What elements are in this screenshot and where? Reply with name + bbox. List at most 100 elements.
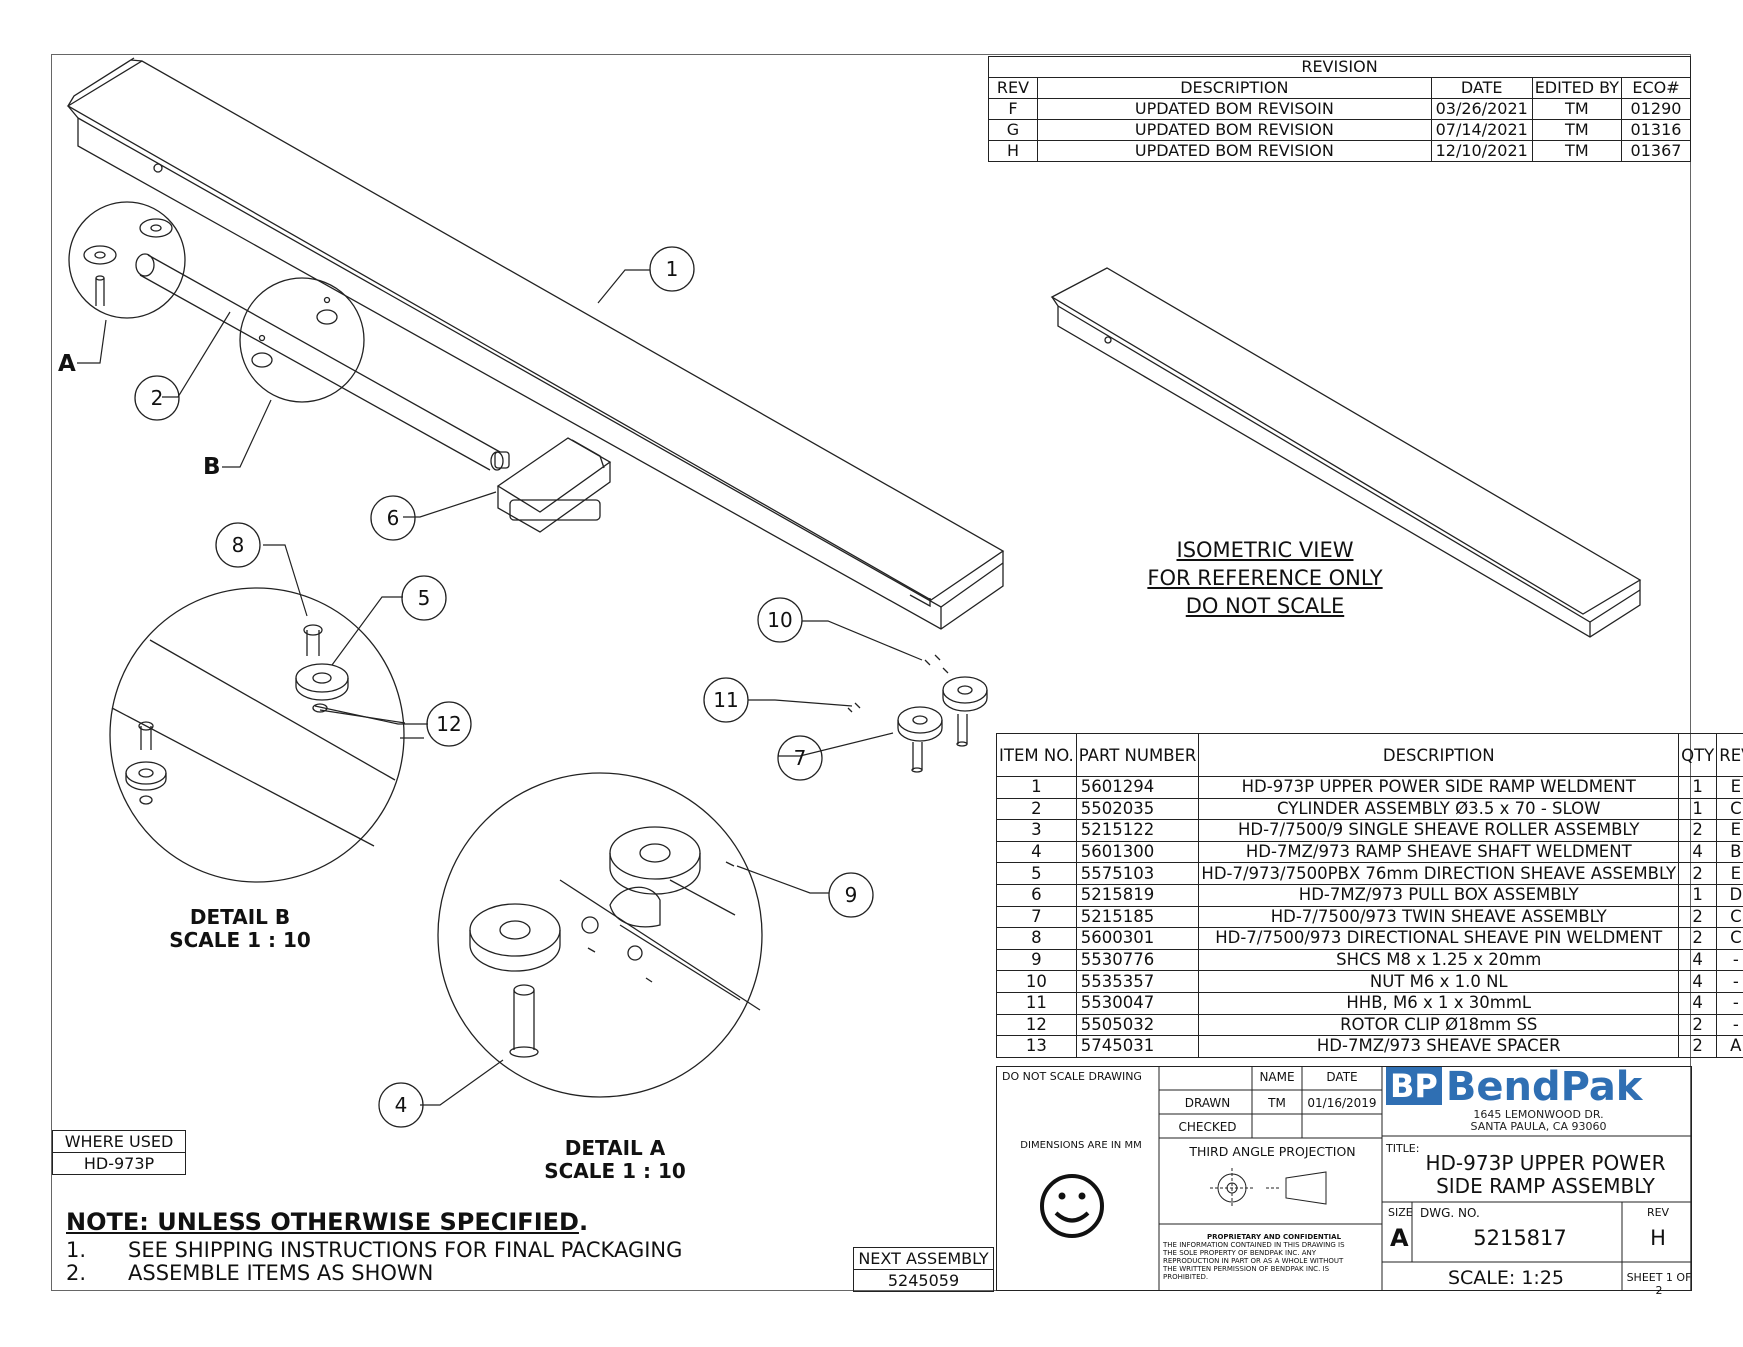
proprietary-line: REPRODUCTION IN PART OR AS A WHOLE WITHO… <box>1163 1257 1344 1265</box>
address-line-1: 1645 LEMONWOOD DR. <box>1473 1108 1604 1121</box>
bom-qty: 4 <box>1678 948 1718 972</box>
bom-part-number: 5530047 <box>1075 991 1200 1015</box>
revision-title: REVISION <box>988 56 1691 78</box>
rev-cell: 01367 <box>1621 140 1691 162</box>
logo-wordmark: BendPak <box>1445 1064 1643 1110</box>
scale-value: SCALE: 1:25 <box>1447 1267 1565 1289</box>
bom-rev: - <box>1716 1013 1743 1037</box>
next-assembly-value: 5245059 <box>853 1269 994 1292</box>
iso-note-line: ISOMETRIC VIEW <box>1176 538 1354 562</box>
rev-cell: TM <box>1531 140 1623 162</box>
note-text: SEE SHIPPING INSTRUCTIONS FOR FINAL PACK… <box>128 1238 683 1262</box>
bom-part-number: 5600301 <box>1075 927 1200 950</box>
cylinder-assembly <box>135 253 510 471</box>
bom-qty: 2 <box>1678 862 1718 885</box>
bill-of-materials: ITEM NO. PART NUMBER DESCRIPTION QTY REV… <box>996 733 1743 1058</box>
drawing-title-line: SIDE RAMP ASSEMBLY <box>1436 1174 1655 1198</box>
bom-qty: 2 <box>1678 1013 1718 1037</box>
sheet-number: SHEET 1 OF 2 <box>1626 1271 1692 1297</box>
note-item-1: 1.SEE SHIPPING INSTRUCTIONS FOR FINAL PA… <box>66 1238 682 1262</box>
rev-header-description: DESCRIPTION <box>1037 77 1432 99</box>
bom-part-number: 5502035 <box>1075 797 1200 821</box>
proprietary-title: PROPRIETARY AND CONFIDENTIAL <box>1206 1233 1342 1241</box>
name-header: NAME <box>1259 1070 1295 1084</box>
callout-1: 1 <box>666 257 679 281</box>
callout-12: 12 <box>436 712 461 736</box>
bom-description: HD-7MZ/973 PULL BOX ASSEMBLY <box>1198 883 1680 907</box>
bom-part-number: 5745031 <box>1075 1035 1200 1058</box>
bom-description: NUT M6 x 1.0 NL <box>1198 970 1680 993</box>
callout-5: 5 <box>418 586 431 610</box>
rev-cell: UPDATED BOM REVISOIN <box>1037 98 1432 120</box>
bom-item-no: 2 <box>996 797 1077 821</box>
bom-description: HD-973P UPPER POWER SIDE RAMP WELDMENT <box>1198 776 1680 799</box>
bom-description: HD-7/7500/9 SINGLE SHEAVE ROLLER ASSEMBL… <box>1198 819 1680 842</box>
bom-part-number: 5530776 <box>1075 948 1200 972</box>
callout-7: 7 <box>794 746 807 770</box>
bom-description: ROTOR CLIP Ø18mm SS <box>1198 1013 1680 1037</box>
proprietary-notice: PROPRIETARY AND CONFIDENTIAL THE INFORMA… <box>1163 1233 1385 1281</box>
bom-item-no: 7 <box>996 905 1077 929</box>
detail-a-title: DETAIL A <box>564 1136 666 1160</box>
bom-part-number: 5215122 <box>1075 819 1200 842</box>
smiley-icon <box>1040 1174 1104 1238</box>
bom-description: CYLINDER ASSEMBLY Ø3.5 x 70 - SLOW <box>1198 797 1680 821</box>
bom-part-number: 5601294 <box>1075 776 1200 799</box>
pull-box <box>496 437 612 533</box>
detail-a-letter: A <box>58 351 76 377</box>
notes-title-text: NOTE: UNLESS OTHERWISE SPECIFIED <box>66 1208 579 1236</box>
note-text: ASSEMBLE ITEMS AS SHOWN <box>128 1261 434 1285</box>
bom-item-no: 5 <box>996 862 1077 885</box>
do-not-scale: DO NOT SCALE DRAWING <box>1002 1070 1142 1083</box>
twin-sheave <box>847 654 988 773</box>
bom-part-number: 5535357 <box>1075 970 1200 993</box>
callout-6: 6 <box>387 506 400 530</box>
bom-description: HD-7/7500/973 DIRECTIONAL SHEAVE PIN WEL… <box>1198 927 1680 950</box>
detail-a-view <box>437 772 763 1098</box>
bom-description: HD-7/7500/973 TWIN SHEAVE ASSEMBLY <box>1198 905 1680 929</box>
rev-value: H <box>1650 1226 1666 1250</box>
rev-cell: 01316 <box>1621 119 1691 141</box>
callout-9: 9 <box>845 883 858 907</box>
bom-part-number: 5601300 <box>1075 840 1200 864</box>
notes-title: NOTE: UNLESS OTHERWISE SPECIFIED. <box>66 1208 588 1236</box>
rev-cell: UPDATED BOM REVISION <box>1037 140 1432 162</box>
rev-header-date: DATE <box>1430 77 1533 99</box>
bom-rev: C <box>1716 905 1743 929</box>
bom-rev: - <box>1716 991 1743 1015</box>
bom-qty: 2 <box>1678 927 1718 950</box>
title-label: TITLE: <box>1386 1142 1420 1155</box>
rev-cell: UPDATED BOM REVISION <box>1037 119 1432 141</box>
bom-part-number: 5575103 <box>1075 862 1200 885</box>
title-block-lines <box>996 1066 1692 1291</box>
bom-description: HD-7MZ/973 RAMP SHEAVE SHAFT WELDMENT <box>1198 840 1680 864</box>
drawing-title-line: HD-973P UPPER POWER <box>1425 1151 1666 1175</box>
leader-lines <box>77 269 923 1106</box>
rev-cell: H <box>988 140 1038 162</box>
bom-rev: E <box>1716 819 1743 842</box>
bom-item-no: 6 <box>996 883 1077 907</box>
rev-cell: 03/26/2021 <box>1430 98 1533 120</box>
address-line-2: SANTA PAULA, CA 93060 <box>1470 1120 1607 1133</box>
callout-numbers: 1 2 6 8 5 12 10 11 7 9 4 <box>151 257 858 1117</box>
bom-item-no: 12 <box>996 1013 1077 1037</box>
detail-b-view <box>109 587 405 883</box>
bom-rev: A <box>1716 1035 1743 1058</box>
note-num: 2. <box>66 1261 87 1285</box>
where-used-label: WHERE USED <box>52 1130 186 1153</box>
rev-label: REV <box>1646 1206 1670 1219</box>
callout-bubbles <box>134 246 874 1128</box>
dwg-no-label: DWG. NO. <box>1420 1206 1480 1220</box>
detail-a-scale: SCALE 1 : 10 <box>544 1159 686 1183</box>
bom-qty: 2 <box>1678 905 1718 929</box>
callout-2: 2 <box>151 386 164 410</box>
rev-cell: G <box>988 119 1038 141</box>
rev-cell: F <box>988 98 1038 120</box>
